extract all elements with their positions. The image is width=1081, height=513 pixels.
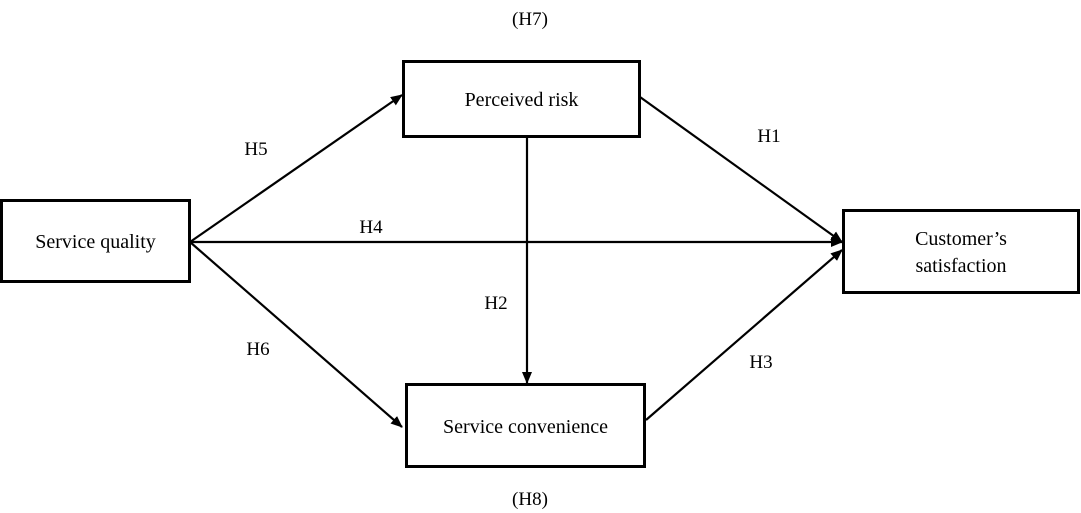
edge-label-h3: H3: [749, 352, 772, 373]
node-service-quality: Service quality: [0, 199, 191, 283]
node-label: Service convenience: [443, 416, 608, 438]
edge-label-h4: H4: [359, 217, 383, 238]
node-label: Service quality: [35, 231, 156, 253]
node-label: Perceived risk: [465, 89, 579, 111]
edge-labels: H5 H4 H6 H1 H2 H3: [244, 126, 780, 373]
node-box: [0, 199, 191, 283]
node-label-line1: Customer’s: [915, 228, 1007, 250]
edge-h1-risk-to-satisfaction: [639, 96, 843, 243]
node-customer-satisfaction: Customer’s satisfaction: [842, 209, 1080, 294]
edge-h5-quality-to-risk: [189, 94, 403, 243]
edges: [189, 94, 843, 428]
edge-h3-convenience-to-satisfaction: [645, 249, 843, 421]
node-box: [405, 383, 646, 468]
edge-label-h6: H6: [246, 339, 269, 360]
node-box: [402, 60, 641, 138]
note-h7: (H7): [512, 9, 548, 30]
node-perceived-risk: Perceived risk: [402, 60, 641, 138]
node-box: [842, 209, 1080, 294]
node-service-convenience: Service convenience: [405, 383, 646, 468]
edge-label-h1: H1: [757, 126, 780, 147]
edge-label-h2: H2: [484, 293, 507, 314]
edge-h6-quality-to-convenience: [189, 241, 403, 428]
edge-label-h5: H5: [244, 139, 267, 160]
note-h8: (H8): [512, 489, 548, 510]
node-label-line2: satisfaction: [915, 255, 1006, 277]
